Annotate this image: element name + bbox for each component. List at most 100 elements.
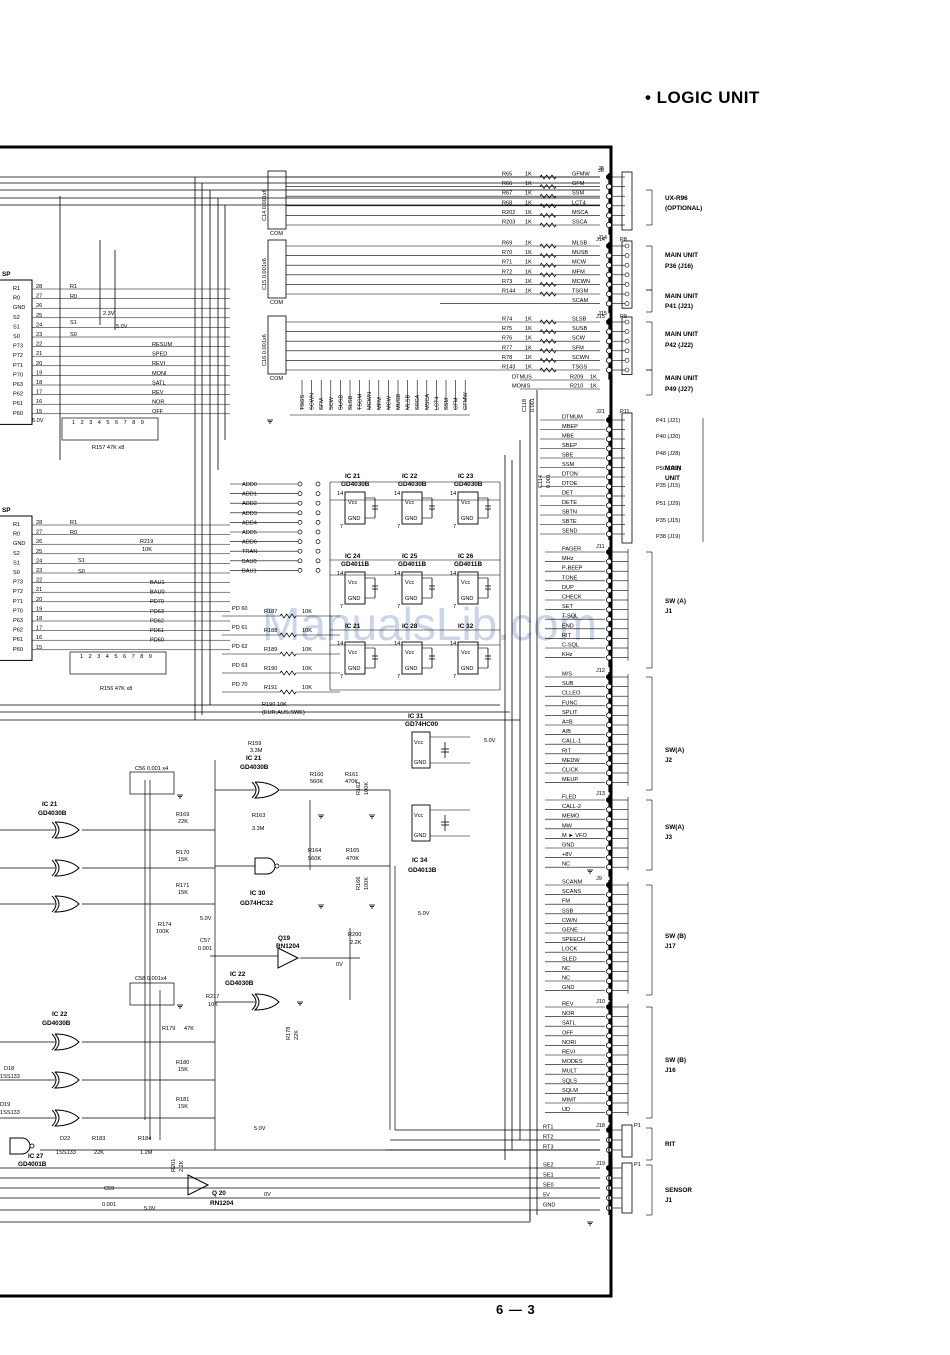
connector-label: SW (B) — [665, 933, 686, 940]
gate-bubble — [29, 1143, 35, 1149]
ic-body — [401, 571, 423, 605]
signal-name: SQLS — [562, 1078, 577, 1084]
resistor-value: 1K — [525, 260, 532, 266]
component-d18: D18 — [4, 1066, 14, 1072]
signal-vertical: SFM — [319, 398, 325, 410]
component-c59: C59 — [104, 1186, 114, 1192]
connector-pin — [606, 806, 613, 813]
ic-body — [457, 641, 479, 675]
signal-name: LCT4 — [572, 200, 586, 206]
connector-pin — [606, 558, 613, 565]
resistor-ref: R210 — [570, 384, 583, 390]
vcc-label: Vcc — [414, 813, 424, 819]
r190-note: (EUR,AUS,SWE) — [262, 710, 305, 716]
resistor-value: 1K — [590, 375, 597, 381]
pin-signal: R1 — [70, 520, 77, 526]
resistor-symbol — [279, 632, 297, 638]
resistor-symbol — [539, 348, 557, 354]
signal-name: MW — [562, 823, 573, 829]
vcc-label: Vcc — [405, 650, 415, 656]
signal-name: DUP — [562, 585, 574, 591]
cpu-pin-number: 24 — [36, 558, 42, 564]
cpu-pin-name: S1 — [13, 560, 20, 566]
resistor-value: 10K — [142, 547, 152, 553]
connector-pin — [606, 978, 613, 985]
signal-name: SBTN — [562, 510, 577, 516]
address-pin — [297, 510, 303, 516]
ic-body — [344, 641, 366, 675]
cpu-pin-number: 26 — [36, 539, 42, 545]
signal-name: DTON — [562, 472, 578, 478]
connector-pin — [606, 816, 613, 823]
signal-name: TSGM — [572, 289, 588, 295]
ic-part: GD74HC00 — [405, 721, 438, 728]
vcc-label: Vcc — [348, 650, 358, 656]
cpu-part: SP — [2, 507, 11, 514]
pin-number: 14 — [337, 491, 343, 497]
ic-ref: IC 31 — [408, 713, 424, 720]
cpu-pin-number: 28 — [36, 284, 42, 290]
component-r174v: 100K — [156, 929, 169, 935]
sw-group-j17: SCANMSCANSFMSSBCW/NGENESPEECHLOCKSLEDNCN… — [545, 880, 629, 1001]
com-label: COM — [270, 231, 283, 237]
signal-name: TSGS — [572, 365, 587, 371]
com-label: COM — [270, 300, 283, 306]
component-ic30p: GD74HC32 — [240, 900, 273, 907]
vcc-label: Vcc — [405, 500, 415, 506]
array-pin: 4 — [106, 654, 109, 660]
component-d22p: 1SS133 — [56, 1150, 76, 1156]
signal-name: RIT — [562, 633, 572, 639]
ic-part: GD4030B — [454, 481, 483, 488]
component-r164: R164 — [308, 848, 321, 854]
header-outline — [621, 1162, 633, 1214]
signal-name: SSM — [562, 462, 574, 468]
xor-gate — [53, 1109, 80, 1127]
signal-name: MEDW — [562, 758, 580, 764]
pin-signal: S1 — [78, 558, 85, 564]
address-pin — [297, 529, 303, 535]
connector-pin — [606, 473, 613, 480]
signal-name: GENE — [562, 928, 578, 934]
header-pin — [624, 272, 630, 278]
connector-pin — [606, 939, 613, 946]
signal-name: SPLIT — [562, 710, 578, 716]
sw-group-j16: REVNORSATLOFFNORIREVIMODESMULTSQLSSQLMMI… — [545, 1002, 629, 1123]
cpu-signal: SPED — [152, 352, 167, 358]
connector-ref: J15 — [598, 311, 607, 317]
connector-pin — [606, 958, 613, 965]
component-ic21lp: GD4030B — [38, 810, 67, 817]
connector-pin — [606, 674, 613, 681]
pd-signal: PD 63 — [232, 663, 248, 669]
connector-label: P41 (J21) — [665, 303, 693, 310]
resistor-value: 1K — [525, 250, 532, 256]
address-pin — [315, 491, 321, 496]
pin-signal: S0 — [78, 569, 85, 575]
resistor-symbol — [539, 338, 557, 344]
xor-gate — [53, 895, 80, 913]
connector-pin — [606, 252, 613, 259]
connector-pin — [606, 347, 613, 354]
connector-pin — [606, 290, 613, 297]
component-c58: C58 0.001x4 — [135, 976, 167, 982]
connector-pin — [606, 1090, 613, 1097]
xor-gate-arc — [51, 1109, 57, 1127]
resistor-ref: R75 — [502, 326, 512, 332]
cpu-pin-name: GND — [13, 541, 25, 547]
signal-name: SSM — [572, 191, 584, 197]
cpu-body — [0, 515, 33, 661]
component-r181: R181 — [176, 1097, 189, 1103]
signal-name: NC — [562, 966, 570, 972]
gnd-label: GND — [405, 596, 417, 602]
xor-gate — [253, 993, 280, 1011]
cpu-pin-number: 18 — [36, 616, 42, 622]
resistor-symbol — [539, 272, 557, 278]
signal-name: SE1 — [543, 1173, 554, 1179]
component-r183: R183 — [92, 1136, 105, 1142]
cpu-pin-name: P72 — [13, 353, 23, 359]
component-v5d: 5.0V — [418, 911, 430, 917]
